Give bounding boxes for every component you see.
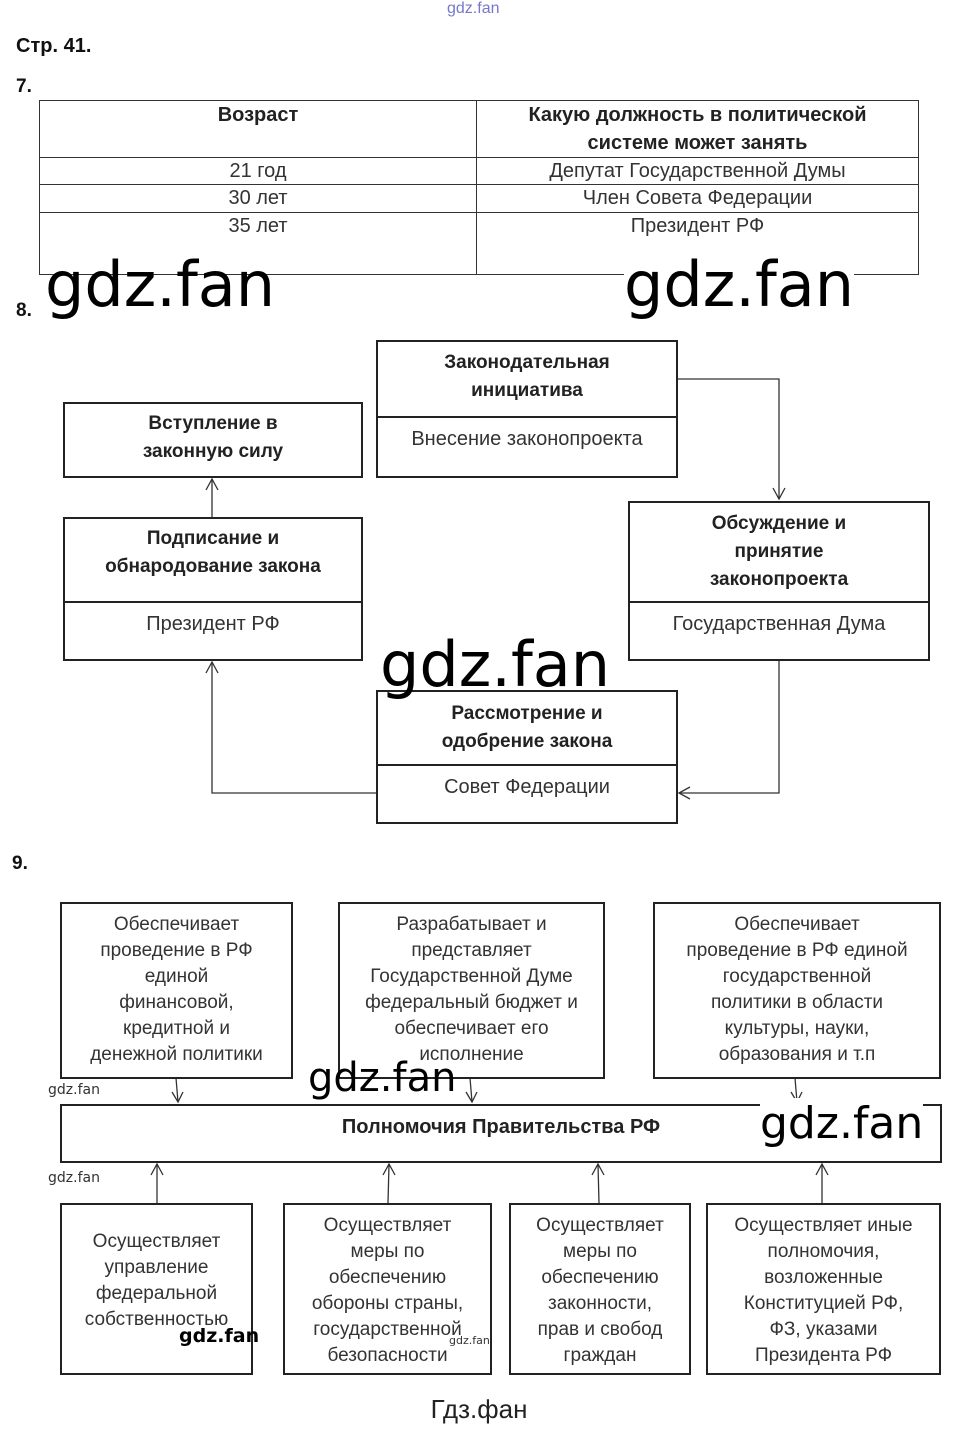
power-text: Осуществляет меры по обеспечению обороны… (311, 1215, 464, 1366)
initiative-box: Законодательная инициатива Внесение зако… (376, 340, 678, 478)
task9-number: 9. (12, 853, 28, 874)
header-position: Какую должность в политической системе м… (476, 100, 919, 158)
entry-into-force-box: Вступление в законную силу (63, 402, 363, 478)
initiative-title: Законодательная инициатива (444, 352, 610, 401)
signing-body: Президент РФ (65, 601, 361, 637)
age-cell: 30 лет (39, 184, 477, 213)
watermark: gdz.fan (48, 1170, 100, 1186)
watermark: gdz.fan (48, 1082, 100, 1098)
watermark: gdz.fan (449, 1334, 490, 1347)
watermark: gdz.fan (45, 248, 276, 321)
age-cell: 21 год (39, 157, 477, 185)
position-cell: Депутат Государственной Думы (476, 157, 919, 185)
power-text: Осуществляет меры по обеспечению законно… (536, 1215, 664, 1366)
power-box-bottom: Осуществляет меры по обеспечению законно… (509, 1203, 691, 1375)
watermark: gdz.fan (624, 248, 855, 321)
top-watermark: gdz.fan (447, 0, 500, 17)
power-box-bottom: Осуществляет меры по обеспечению обороны… (283, 1203, 492, 1375)
power-box-top: Разрабатывает и представляет Государстве… (338, 902, 605, 1079)
power-text: Осуществляет управление федеральной собс… (84, 1231, 229, 1330)
entry-title: Вступление в законную силу (142, 413, 284, 462)
discussion-body: Государственная Дума (630, 601, 928, 637)
discussion-title: Обсуждение и принятие законопроекта (709, 513, 849, 590)
power-box-top: Обеспечивает проведение в РФ единой госу… (653, 902, 941, 1079)
header-age: Возраст (39, 100, 477, 158)
footer-watermark: Гдз.фан (430, 1394, 528, 1424)
review-box: Рассмотрение и одобрение закона Совет Фе… (376, 690, 678, 824)
signing-title: Подписание и обнародование закона (105, 528, 321, 577)
power-text: Обеспечивает проведение в РФ единой госу… (686, 914, 908, 1065)
discussion-box: Обсуждение и принятие законопроекта Госу… (628, 501, 930, 661)
age-cell: 35 лет (39, 212, 477, 275)
page-label: Стр. 41. (16, 35, 92, 57)
power-box-bottom: Осуществляет иные полномочия, возложенны… (706, 1203, 941, 1375)
government-powers-title: Полномочия Правительства РФ (341, 1116, 661, 1138)
watermark: gdz.fan (760, 1098, 924, 1149)
power-box-bottom: Осуществляет управление федеральной собс… (60, 1203, 253, 1375)
initiative-body: Внесение законопроекта (378, 416, 676, 452)
watermark: gdz.fan (308, 1055, 457, 1101)
review-title: Рассмотрение и одобрение закона (441, 703, 613, 752)
watermark: gdz.fan (179, 1325, 260, 1347)
power-box-top: Обеспечивает проведение в РФ единой фина… (60, 902, 293, 1079)
task7-number: 7. (16, 76, 32, 97)
review-body: Совет Федерации (378, 764, 676, 800)
power-text: Разрабатывает и представляет Государстве… (365, 914, 578, 1065)
signing-box: Подписание и обнародование закона Презид… (63, 517, 363, 661)
power-text: Обеспечивает проведение в РФ единой фина… (90, 914, 263, 1065)
watermark: gdz.fan (380, 628, 611, 701)
task8-number: 8. (16, 300, 32, 321)
power-text: Осуществляет иные полномочия, возложенны… (734, 1215, 913, 1366)
